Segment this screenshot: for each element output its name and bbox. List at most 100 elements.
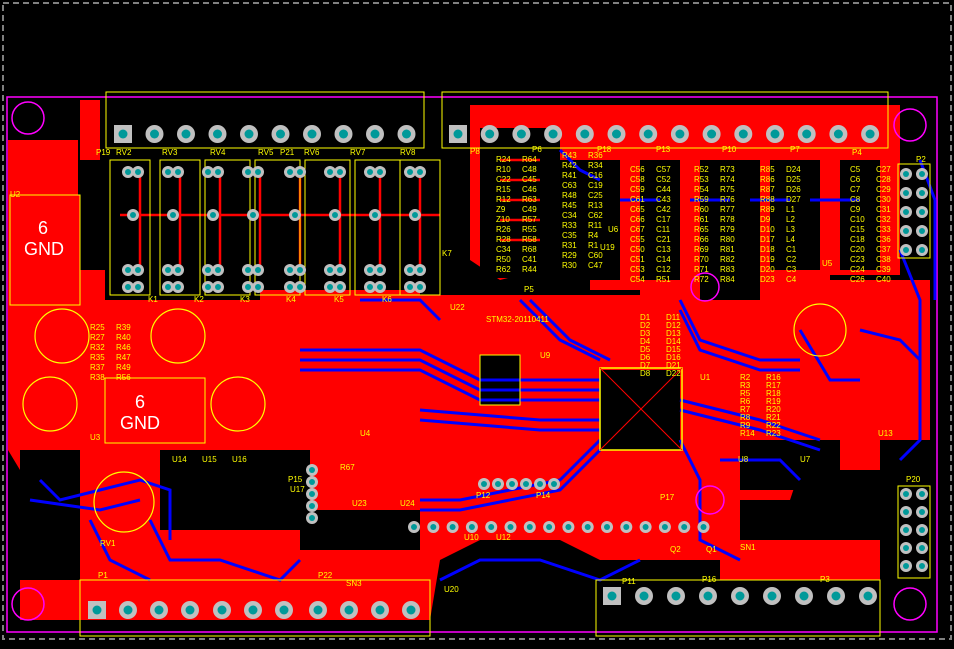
component-label: R17 [766,381,781,390]
connector-label: U12 [496,533,511,542]
connector-label: K2 [194,295,204,304]
component-label: D19 [760,255,775,264]
component-label: C63 [562,181,577,190]
pad-hole [411,524,417,530]
pad-hole [92,605,102,615]
component-label: R39 [116,323,131,332]
pad-hole [250,212,256,218]
component-label: C46 [522,185,537,194]
pad-hole [297,284,303,290]
connector-label: RV6 [304,148,320,157]
pad-hole [919,247,925,253]
mounting-holes [11,101,927,621]
component-label: R78 [720,215,735,224]
connector-label: U17 [290,485,305,494]
component-label: C23 [850,255,865,264]
component-label: R61 [694,215,709,224]
component-label: C28 [876,175,891,184]
component-label: C39 [876,265,891,274]
pad-hole [453,129,463,139]
pad-hole [919,545,925,551]
pad-hole [215,169,221,175]
component-label: D15 [666,345,681,354]
component-label: R67 [340,463,355,472]
pad-hole [412,212,418,218]
component-label: D7 [640,361,651,370]
component-label: R8 [740,413,751,422]
pad-hole [125,169,131,175]
pad-hole [546,524,553,530]
component-label: C54 [630,275,645,284]
component-label: C43 [656,195,671,204]
pad-hole [297,169,303,175]
connector-label: U1 [700,373,711,382]
pad-hole [287,169,293,175]
component-label: L3 [786,225,795,234]
connector-label: P14 [536,491,551,500]
component-label: D17 [760,235,775,244]
pad-hole [402,129,411,139]
pad-hole [488,524,495,530]
component-label: C48 [522,165,537,174]
component-label: R19 [766,397,781,406]
pad-hole [245,284,251,290]
pad-hole [287,284,293,290]
pad-hole [526,524,533,530]
pad-hole [327,169,333,175]
component-label: C67 [630,225,645,234]
component-label: C57 [656,165,671,174]
pad-hole [671,591,681,601]
component-label: C30 [876,195,891,204]
component-label: R36 [588,151,603,160]
component-label: R23 [766,429,781,438]
pad-hole [367,267,373,273]
component-label: R79 [720,225,735,234]
pad-hole [507,524,514,530]
gnd-label-name-2: GND [120,413,160,433]
component-label: C6 [850,175,861,184]
pads-layer [88,125,928,619]
component-label: C8 [850,195,861,204]
pad-hole [255,169,261,175]
pad-hole [767,591,777,601]
component-label: D8 [640,369,651,378]
pad-hole [449,524,456,530]
component-label: R4 [588,231,599,240]
component-label: R48 [562,191,577,200]
component-label: C3 [786,265,797,274]
component-label: R42 [562,161,577,170]
pad-hole [150,129,159,139]
connector-label: SN1 [740,543,756,552]
pad-hole [661,524,668,530]
component-label: D23 [760,275,775,284]
component-label: C59 [630,185,645,194]
component-label: R75 [720,185,735,194]
pad-hole [481,481,487,487]
component-label: R87 [760,185,775,194]
component-label: D18 [760,245,775,254]
pad-hole [309,491,315,497]
component-label: R35 [90,353,105,362]
connector-label: K1 [148,295,158,304]
component-label: L1 [786,205,795,214]
connector-label: Q2 [670,545,681,554]
pad-hole [580,129,590,139]
pad-hole [642,524,649,530]
pad-hole [523,481,529,487]
component-label: R56 [116,373,131,382]
connector-label: P18 [597,145,612,154]
component-label: R88 [760,195,775,204]
component-label: C45 [522,175,537,184]
pad-hole [903,247,909,253]
component-label: R81 [720,245,735,254]
pad-hole [165,284,171,290]
pad-hole [903,545,909,551]
connector-label: U22 [450,303,465,312]
component-label: C65 [630,205,645,214]
component-label: D14 [666,337,681,346]
connector-label: U8 [738,455,749,464]
component-label: R85 [760,165,775,174]
pad-hole [919,190,925,196]
component-label: C17 [656,215,671,224]
